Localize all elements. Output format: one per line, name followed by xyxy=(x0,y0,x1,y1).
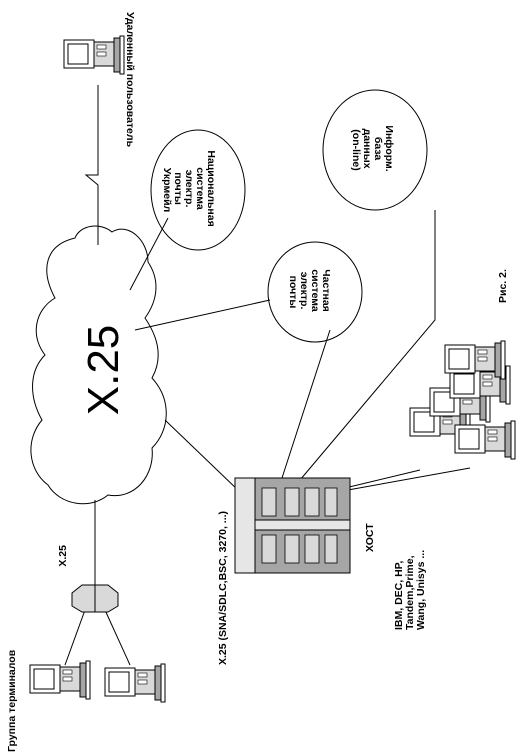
terminal-cluster-link-2 xyxy=(347,467,471,491)
national-mail-link xyxy=(129,217,169,291)
private-mail-node: Частная система электр. почты xyxy=(267,241,363,343)
connection-lines xyxy=(64,85,471,666)
pad-terminal-link-1 xyxy=(64,609,86,666)
x25-cloud: X.25 xyxy=(30,225,167,505)
remote-user-computer xyxy=(63,35,125,75)
x25-network-label: X.25 xyxy=(79,325,128,416)
host-link xyxy=(164,419,241,493)
national-mail-node: Национальная система электр. почты Укрме… xyxy=(150,129,246,251)
remote-user-label: Удаленный пользователь xyxy=(124,12,136,148)
info-db-link xyxy=(299,210,436,481)
info-db-node: Информ. база данных (on-line) xyxy=(322,89,428,211)
host-vendors-label: IBM, DEC, HP, Tandem,Prime, Wang, Unisys… xyxy=(393,550,427,630)
national-mail-label: Национальная система электр. почты Укрме… xyxy=(161,150,217,229)
terminal-computer-2 xyxy=(104,663,166,703)
pad-device xyxy=(71,584,119,613)
pad-x25-label: X.25 xyxy=(57,545,69,567)
pad-terminal-link-2 xyxy=(104,609,131,666)
info-db-label: Информ. база данных (on-line) xyxy=(350,125,395,174)
terminal-computer-1 xyxy=(29,660,91,700)
host-protocols-label: X.25 (SNA/SDLC,BSC, 3270, ...) xyxy=(217,511,229,665)
terminal-cluster-link-1 xyxy=(344,469,421,489)
remote-user-link xyxy=(84,85,99,245)
host-label: ХОСТ xyxy=(364,523,376,552)
private-mail-link xyxy=(134,299,271,331)
terminal-cluster xyxy=(409,340,516,460)
host-mainframe xyxy=(234,477,351,574)
private-mail-label: Частная система электр. почты xyxy=(287,269,332,314)
figure-caption: Рис. 2. xyxy=(497,269,509,303)
host-private-mail-link xyxy=(281,329,331,479)
terminal-group-label: Группа терминалов xyxy=(6,649,18,752)
